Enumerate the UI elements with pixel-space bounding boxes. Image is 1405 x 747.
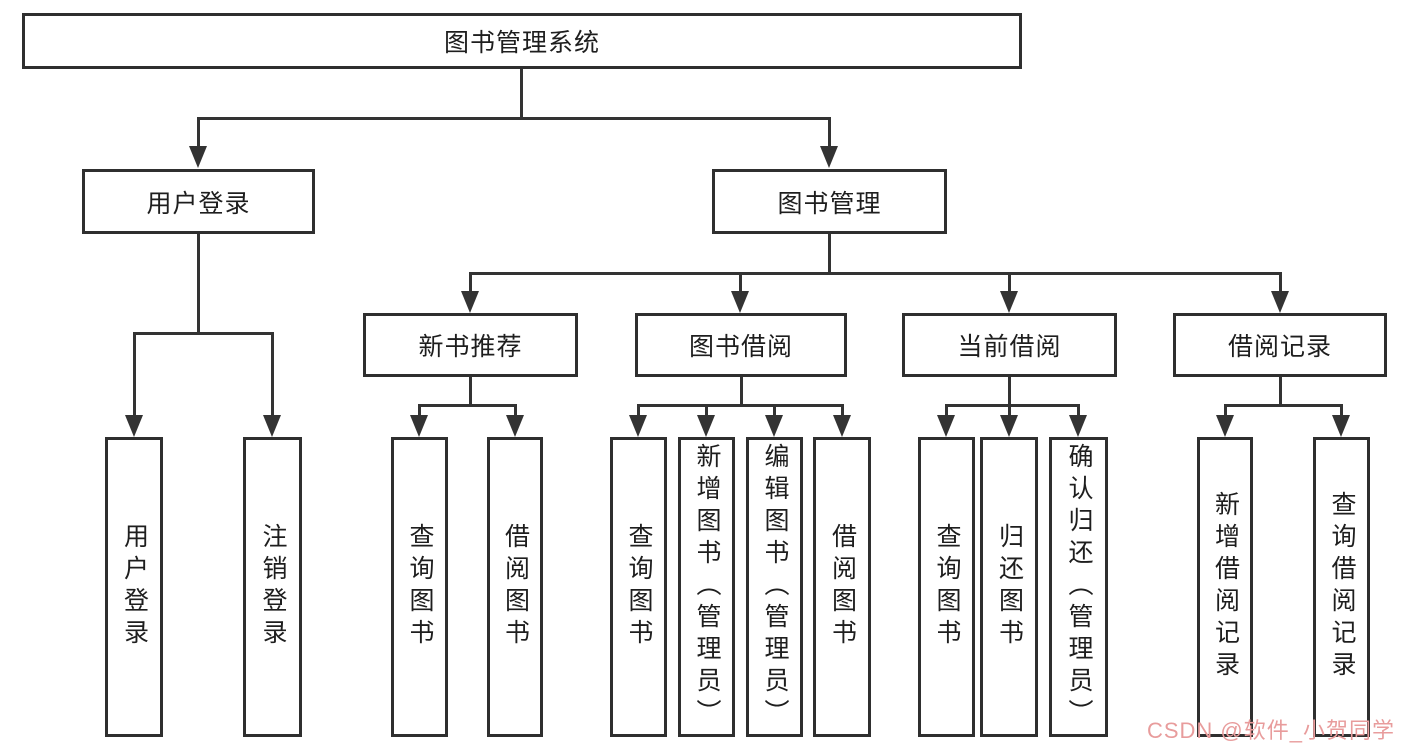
node-user-login-label: 用户登录	[146, 189, 251, 218]
node-book-management: 图书管理	[712, 169, 947, 234]
arrow-down-icon	[461, 291, 479, 313]
leaf-cb-return-book: 归还图书	[980, 437, 1038, 737]
connector-bookmgmt-drop3	[1008, 272, 1011, 294]
leaf-cb-confirm-return-admin: 确认归还（管理员）	[1049, 437, 1108, 737]
leaf-bb-borrow-book-label: 借阅图书	[828, 523, 857, 651]
leaf-br-query-record-label: 查询借阅记录	[1328, 491, 1356, 683]
leaf-br-add-record: 新增借阅记录	[1197, 437, 1253, 737]
arrow-down-icon	[629, 415, 647, 437]
leaf-logout-login: 注销登录	[243, 437, 302, 737]
arrow-down-icon	[410, 415, 428, 437]
connector-userlogin-drop1	[133, 332, 136, 417]
node-new-book-recommend-label: 新书推荐	[418, 333, 523, 361]
arrow-down-icon	[765, 415, 783, 437]
connector-g3-drop2	[1008, 404, 1011, 417]
connector-g4-stem	[1279, 377, 1282, 407]
leaf-user-login-label: 用户登录	[120, 523, 149, 651]
leaf-bb-add-book-admin: 新增图书（管理员）	[678, 437, 735, 737]
leaf-bb-edit-book-admin-label: 编辑图书（管理员）	[761, 443, 789, 731]
node-borrow-records-label: 借阅记录	[1227, 333, 1332, 361]
connector-root-drop-left	[197, 117, 200, 150]
connector-bookmgmt-drop1	[469, 272, 472, 294]
connector-userlogin-hbar	[133, 332, 274, 335]
connector-g1-stem	[469, 377, 472, 407]
connector-g1-drop1	[418, 404, 421, 417]
leaf-bb-edit-book-admin: 编辑图书（管理员）	[746, 437, 803, 737]
leaf-rec-borrow-book-label: 借阅图书	[501, 523, 530, 651]
connector-g2-drop2	[705, 404, 708, 417]
leaf-bb-query-book-label: 查询图书	[625, 523, 653, 651]
connector-g3-drop1	[945, 404, 948, 417]
connector-g1-hbar	[418, 404, 517, 407]
connector-g2-drop1	[637, 404, 640, 417]
leaf-cb-confirm-return-admin-label: 确认归还（管理员）	[1065, 443, 1093, 731]
node-current-borrow-label: 当前借阅	[957, 333, 1062, 361]
connector-bookmgmt-drop4	[1279, 272, 1282, 294]
arrow-down-icon	[937, 415, 955, 437]
leaf-user-login: 用户登录	[105, 437, 163, 737]
arrow-down-icon	[1000, 415, 1018, 437]
connector-g4-drop2	[1340, 404, 1343, 417]
connector-g4-drop1	[1224, 404, 1227, 417]
leaf-logout-login-label: 注销登录	[259, 523, 287, 651]
connector-g3-hbar	[945, 404, 1080, 407]
connector-root-drop-right	[828, 117, 831, 150]
arrow-down-icon	[820, 146, 838, 168]
connector-userlogin-stem	[197, 234, 200, 334]
arrow-down-icon	[1069, 415, 1087, 437]
leaf-bb-query-book: 查询图书	[610, 437, 667, 737]
node-root: 图书管理系统	[22, 13, 1022, 69]
arrow-down-icon	[697, 415, 715, 437]
connector-g2-stem	[740, 377, 743, 407]
arrow-down-icon	[263, 415, 281, 437]
arrow-down-icon	[189, 146, 207, 168]
leaf-cb-query-book: 查询图书	[918, 437, 975, 737]
leaf-bb-borrow-book: 借阅图书	[813, 437, 871, 737]
leaf-br-add-record-label: 新增借阅记录	[1211, 491, 1240, 683]
arrow-down-icon	[506, 415, 524, 437]
connector-g2-hbar	[637, 404, 843, 407]
node-current-borrow: 当前借阅	[902, 313, 1117, 377]
leaf-cb-return-book-label: 归还图书	[995, 523, 1024, 651]
csdn-watermark: CSDN @软件_小贺同学	[1146, 718, 1395, 743]
connector-bookmgmt-stem	[828, 234, 831, 275]
node-user-login: 用户登录	[82, 169, 315, 234]
connector-userlogin-drop2	[271, 332, 274, 417]
connector-g3-stem	[1008, 377, 1011, 407]
node-new-book-recommend: 新书推荐	[363, 313, 578, 377]
arrow-down-icon	[125, 415, 143, 437]
connector-root-hbar	[197, 117, 831, 120]
node-root-label: 图书管理系统	[443, 29, 600, 57]
arrow-down-icon	[1271, 291, 1289, 313]
node-book-management-label: 图书管理	[777, 189, 882, 218]
connector-g2-drop3	[773, 404, 776, 417]
connector-g2-drop4	[841, 404, 844, 417]
leaf-cb-query-book-label: 查询图书	[933, 523, 961, 651]
arrow-down-icon	[1216, 415, 1234, 437]
connector-bookmgmt-drop2	[739, 272, 742, 294]
arrow-down-icon	[731, 291, 749, 313]
connector-g4-hbar	[1224, 404, 1343, 407]
connector-g3-drop3	[1077, 404, 1080, 417]
connector-g1-drop2	[514, 404, 517, 417]
leaf-rec-borrow-book: 借阅图书	[487, 437, 543, 737]
leaf-br-query-record: 查询借阅记录	[1313, 437, 1370, 737]
leaf-rec-query-book: 查询图书	[391, 437, 448, 737]
connector-root-stem	[520, 69, 523, 118]
arrow-down-icon	[1332, 415, 1350, 437]
connector-bookmgmt-hbar	[469, 272, 1282, 275]
leaf-bb-add-book-admin-label: 新增图书（管理员）	[693, 443, 721, 731]
node-book-borrow: 图书借阅	[635, 313, 847, 377]
arrow-down-icon	[1000, 291, 1018, 313]
leaf-rec-query-book-label: 查询图书	[406, 523, 434, 651]
node-book-borrow-label: 图书借阅	[688, 333, 793, 361]
arrow-down-icon	[833, 415, 851, 437]
node-borrow-records: 借阅记录	[1173, 313, 1387, 377]
